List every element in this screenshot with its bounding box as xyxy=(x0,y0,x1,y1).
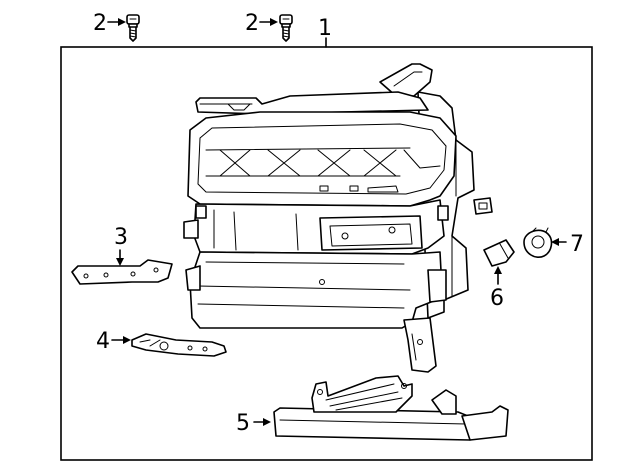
callout-1-label: 1 xyxy=(318,16,332,41)
callout-7-label: 7 xyxy=(570,232,584,257)
bulb-cap xyxy=(483,239,515,267)
callout-3: 3 xyxy=(114,225,128,266)
bolt-icon xyxy=(279,14,293,42)
upper-bracket xyxy=(71,259,173,285)
callout-1: 1 xyxy=(318,16,332,48)
clip xyxy=(473,197,493,215)
lower-bracket xyxy=(131,333,227,357)
callout-6: 6 xyxy=(490,266,504,311)
bolt-icon xyxy=(126,14,140,42)
lower-mount-bracket xyxy=(273,375,509,441)
callout-3-label: 3 xyxy=(114,225,128,250)
headlamp-assembly xyxy=(183,63,475,373)
callout-4-label: 4 xyxy=(96,329,110,354)
callout-2-right: 2 xyxy=(245,11,293,42)
callout-2-right-label: 2 xyxy=(245,11,259,36)
callout-6-label: 6 xyxy=(490,286,504,311)
callout-5-label: 5 xyxy=(236,411,250,436)
callout-2-left-label: 2 xyxy=(93,11,107,36)
callout-4: 4 xyxy=(96,329,131,354)
callout-2-left: 2 xyxy=(93,11,140,42)
bulb-socket xyxy=(523,227,553,258)
callout-7: 7 xyxy=(551,232,584,257)
callout-5: 5 xyxy=(236,411,271,436)
